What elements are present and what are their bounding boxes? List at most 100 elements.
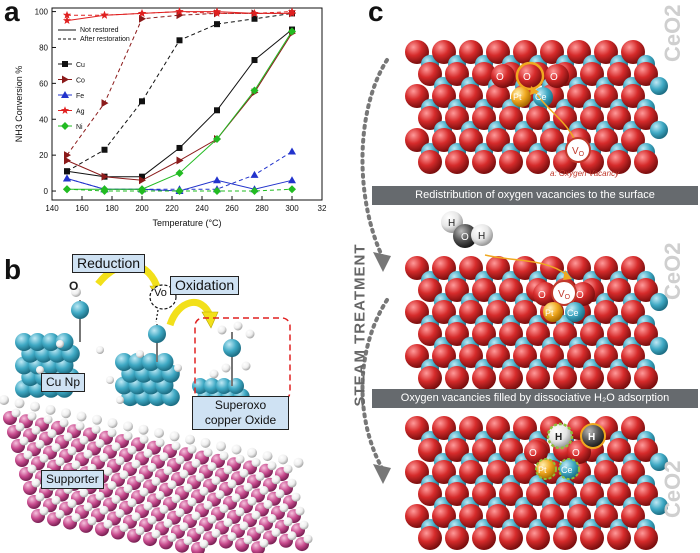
o-atom: [513, 128, 537, 152]
support-o-atom: [271, 528, 281, 537]
o-atom: [513, 300, 537, 324]
data-point-co: [101, 172, 109, 181]
o-atom: [594, 344, 618, 368]
o-atom: [486, 84, 510, 108]
legend-marker-ni: [61, 122, 69, 130]
cu-redox-schematic: [0, 261, 313, 553]
ceo2-slab-middle: [405, 256, 668, 390]
o-atom: [432, 84, 456, 108]
o-atom: [580, 322, 604, 346]
support-o-atom: [203, 500, 213, 510]
support-o-atom: [95, 439, 105, 448]
data-point-ni: [213, 134, 221, 143]
support-o-atom: [183, 483, 193, 493]
support-o-atom: [227, 532, 237, 542]
o-atom: [567, 256, 591, 280]
o-atom: [526, 482, 550, 506]
o-atom: [418, 150, 442, 174]
ce-atom: [650, 121, 668, 139]
o-atom: [405, 84, 429, 108]
cu-clusters: [15, 287, 255, 415]
support-o-atom: [43, 415, 53, 425]
data-point-fe: [288, 176, 296, 184]
support-o-atom: [223, 465, 233, 475]
o-atom: [221, 363, 231, 373]
support-o-atom: [171, 441, 181, 451]
o-atom: [553, 366, 577, 390]
o-atom: [445, 526, 469, 550]
data-point-cu: [251, 57, 258, 64]
support-o-atom: [23, 450, 33, 460]
support-o-atom: [19, 436, 29, 446]
support-o-atom: [123, 484, 133, 494]
o-atom: [418, 366, 442, 390]
o-atom: [513, 40, 537, 64]
o-atom: [486, 40, 510, 64]
x-tick-label: 260: [225, 204, 239, 213]
bot-o-right: O: [572, 448, 580, 459]
support-o-atom: [291, 492, 301, 502]
o-atom: [472, 526, 496, 550]
surface-o-atom: [169, 431, 180, 442]
surface-o-atom: [185, 434, 195, 445]
support-o-atom: [243, 482, 253, 492]
top-slab-surface-atoms: [491, 61, 591, 163]
support-o-atom: [115, 509, 125, 518]
support-o-atom: [119, 470, 129, 480]
o-atom: [405, 504, 429, 528]
o-atom: [621, 128, 645, 152]
support-o-atom: [131, 459, 141, 469]
o-atom: [405, 416, 429, 440]
legend-label-co: Co: [76, 78, 85, 85]
o-atom: [553, 322, 577, 346]
o-atom: [472, 438, 496, 462]
o-atom: [540, 256, 564, 280]
o-atom: [405, 256, 429, 280]
legend-marker-cu: [62, 61, 68, 67]
support-o-atom: [191, 511, 201, 521]
o-atom: [241, 361, 251, 371]
data-point-fe: [288, 147, 296, 155]
data-point-cu: [139, 173, 145, 180]
legend-marker-co: [62, 75, 69, 84]
legend-not-restored: Not restored: [80, 27, 119, 34]
support-o-atom: [39, 506, 49, 516]
support-o-atom: [55, 457, 65, 467]
o-atom: [459, 460, 483, 484]
data-point-co: [139, 176, 146, 185]
support-o-atom: [87, 516, 97, 526]
ce-atom: [650, 337, 668, 355]
surface-o-atom: [107, 418, 118, 429]
supporter-label: Supporter: [41, 470, 104, 489]
support-o-atom: [83, 502, 93, 512]
support-o-atom: [211, 528, 221, 538]
support-o-atom: [59, 418, 69, 428]
o-atom: [580, 62, 604, 86]
legend-marker-fe: [61, 91, 69, 98]
mid-h1-label: H: [448, 218, 455, 229]
process-arrow-1-head-icon: [373, 252, 391, 272]
data-point-fe: [213, 176, 221, 184]
ceo2-slab-bottom: [405, 416, 668, 550]
vacancy-caption: a: Oxygen Vacancy: [550, 169, 620, 178]
y-tick-label: 60: [39, 79, 48, 88]
support-o-atom: [179, 522, 189, 532]
support-o-atom: [83, 449, 93, 459]
support-o-atom: [279, 503, 289, 513]
o-atom: [594, 40, 618, 64]
support-o-atom: [111, 495, 121, 504]
bot-o-left: O: [529, 448, 537, 459]
o-atom: [432, 300, 456, 324]
ceo2-slab-top: [405, 40, 668, 174]
o-atom: [553, 482, 577, 506]
support-o-atom: [283, 517, 293, 527]
o-atom: [526, 106, 550, 130]
support-o-atom: [175, 455, 185, 465]
process-arrow-1: [360, 58, 389, 260]
o-atom: [418, 526, 442, 550]
o-atom: [217, 325, 227, 335]
bot-h1-label: H: [555, 432, 562, 443]
o-atom: [136, 350, 144, 358]
o-atom: [445, 62, 469, 86]
